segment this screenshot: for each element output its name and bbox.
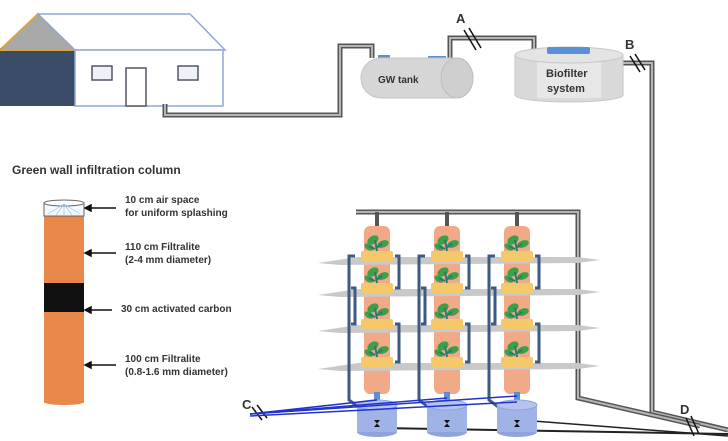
frame-pipe bbox=[465, 322, 471, 364]
frame-pipe bbox=[465, 254, 471, 290]
pipes bbox=[162, 35, 728, 437]
plant-stem bbox=[508, 307, 523, 320]
valve-icon bbox=[374, 420, 380, 427]
planter bbox=[431, 319, 463, 329]
planter bbox=[431, 283, 463, 293]
frame-pipe bbox=[395, 322, 401, 364]
sampling-points bbox=[251, 27, 700, 437]
drain-line bbox=[249, 395, 518, 415]
column-arrows bbox=[83, 203, 116, 370]
basin bbox=[496, 399, 538, 411]
column-title: Green wall infiltration column bbox=[12, 163, 181, 177]
plant-stem bbox=[368, 239, 383, 252]
layer-label: 30 cm activated carbon bbox=[121, 304, 232, 315]
point-a-label: A bbox=[456, 11, 466, 26]
filtralite-upper-layer bbox=[44, 216, 84, 284]
house bbox=[0, 12, 227, 107]
planter bbox=[501, 357, 533, 367]
filtralite-lower-layer bbox=[44, 312, 84, 402]
layer-label: for uniform splashing bbox=[125, 208, 228, 219]
valve-icon bbox=[444, 420, 450, 427]
planter bbox=[501, 283, 533, 293]
activated-carbon-layer bbox=[44, 283, 84, 313]
planter bbox=[431, 251, 463, 261]
biofilter-system: Biofilter system bbox=[514, 46, 624, 103]
infiltration-column bbox=[43, 199, 85, 405]
frame-pipe bbox=[535, 322, 541, 364]
gw-tank-label: GW tank bbox=[378, 75, 419, 86]
column-outlet bbox=[374, 392, 380, 400]
point-b-label: B bbox=[625, 37, 634, 52]
green-wall bbox=[249, 212, 600, 437]
house-window bbox=[91, 65, 113, 81]
point-d-label: D bbox=[680, 402, 689, 417]
planter bbox=[501, 251, 533, 261]
plant-stem bbox=[438, 345, 453, 358]
house-roof bbox=[36, 13, 227, 51]
column-layer-labels: 10 cm air space for uniform splashing 11… bbox=[121, 195, 232, 378]
planter bbox=[361, 319, 393, 329]
plant-stem bbox=[368, 345, 383, 358]
planter bbox=[361, 283, 393, 293]
layer-label: 10 cm air space bbox=[125, 195, 200, 206]
biofilter-label-line2: system bbox=[547, 83, 585, 95]
layer-label: (2-4 mm diameter) bbox=[125, 255, 211, 266]
layer-label: 110 cm Filtralite bbox=[125, 242, 200, 253]
valve-icon bbox=[514, 420, 520, 427]
plant-stem bbox=[438, 271, 453, 284]
layer-label: 100 cm Filtralite bbox=[125, 354, 201, 365]
layer-label: (0.8-1.6 mm diameter) bbox=[125, 367, 228, 378]
planter bbox=[431, 357, 463, 367]
drain-line bbox=[249, 401, 518, 417]
frame-pipe bbox=[421, 286, 427, 326]
plant-stem bbox=[368, 307, 383, 320]
frame-pipe bbox=[351, 286, 357, 326]
planter bbox=[361, 251, 393, 261]
house-door bbox=[125, 67, 147, 107]
plant-stem bbox=[368, 271, 383, 284]
house-window bbox=[177, 65, 199, 81]
house-dark-wall bbox=[0, 48, 75, 106]
planter bbox=[361, 357, 393, 367]
plant-stem bbox=[508, 239, 523, 252]
frame-pipe bbox=[535, 254, 541, 290]
planter bbox=[501, 319, 533, 329]
frame-pipe bbox=[487, 254, 506, 414]
column-outlet bbox=[444, 392, 450, 400]
plant-stem bbox=[508, 271, 523, 284]
point-c-label: C bbox=[242, 397, 252, 412]
frame-pipe bbox=[347, 254, 366, 414]
plant-stem bbox=[508, 345, 523, 358]
frame-pipe bbox=[491, 286, 497, 326]
plant-stem bbox=[438, 307, 453, 320]
plant-stem bbox=[438, 239, 453, 252]
biofilter-label-line1: Biofilter bbox=[546, 68, 588, 80]
frame-pipe bbox=[395, 254, 401, 290]
gw-tank: GW tank bbox=[360, 55, 474, 99]
frame-pipe bbox=[417, 254, 436, 414]
